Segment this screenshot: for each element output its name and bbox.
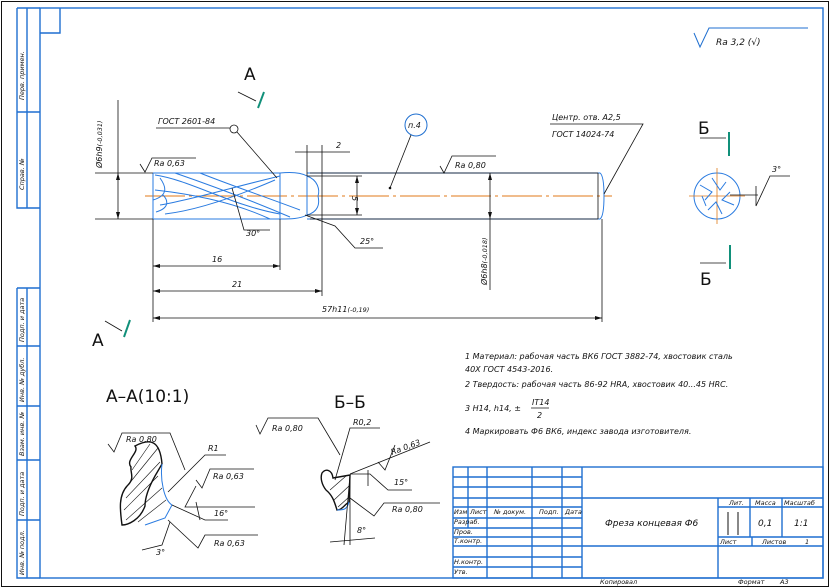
dim-neck-length: 2 xyxy=(336,141,341,150)
flute-standard: ГОСТ 2601-84 xyxy=(158,117,215,126)
note-3-denominator: 2 xyxy=(537,411,542,420)
side-stamp-first-use: Перв. примен. xyxy=(18,51,26,100)
tb-header-doc-no: № докум. xyxy=(493,508,526,516)
end-view: Б Б 3° xyxy=(689,119,790,290)
section-aa-profile xyxy=(119,441,163,526)
angle-helix: 30° xyxy=(246,229,260,238)
tb-role-checker: Пров. xyxy=(454,528,473,536)
section-a-cut-bottom xyxy=(123,319,131,338)
shank-outline xyxy=(307,172,605,220)
side-stamp-sign-date-1: Подп. и дата xyxy=(18,298,26,342)
format-value: А3 xyxy=(779,578,789,586)
bb-angle-1: 15° xyxy=(394,478,408,487)
side-stamp-dup-inv: Инв. № дубл. xyxy=(18,358,26,402)
note-ref: п.4 xyxy=(408,121,421,130)
note-3-numerator: IT14 xyxy=(532,398,549,407)
section-a-label-top: А xyxy=(244,65,256,85)
dim-working-length: 21 xyxy=(232,280,242,289)
general-roughness: Ra 3,2 (√) xyxy=(693,27,808,49)
end-view-angle: 3° xyxy=(772,165,781,174)
aa-ra-3: Ra 0,63 xyxy=(214,539,245,548)
tb-header-sign: Подп. xyxy=(539,508,559,516)
section-bb: Б–Б Ra 0,80 R0,2 Ra 0,63 15° Ra 0,80 8° xyxy=(255,393,440,546)
helical-flutes xyxy=(152,172,301,220)
dim-dia-cutting: Ø6h9(-0,031) xyxy=(94,120,104,169)
title-block: Изм Лист № докум. Подп. Дата Разраб. Про… xyxy=(452,466,824,579)
drawing-frame xyxy=(39,7,824,579)
tb-mass-label: Масса xyxy=(755,499,776,507)
aa-radius: R1 xyxy=(208,444,219,453)
tb-header-change: Изм xyxy=(454,508,467,516)
bb-ra-3: Ra 0,80 xyxy=(392,505,423,514)
tb-mass: 0,1 xyxy=(758,519,772,529)
tb-role-developer: Разраб. xyxy=(454,518,480,526)
ra-cutting: Ra 0,63 xyxy=(154,159,185,168)
note-4: 4 Маркировать Ф6 ВК6, индекс завода изго… xyxy=(465,427,691,436)
dim-neck-dia: 5 xyxy=(350,196,359,201)
ra-shank: Ra 0,80 xyxy=(455,161,486,170)
cutting-part-outline xyxy=(152,172,281,220)
tb-role-norm-control: Н.контр. xyxy=(454,558,483,566)
tb-header-sheet: Лист xyxy=(469,508,487,516)
aa-ra-2: Ra 0,63 xyxy=(213,472,244,481)
top-corner-box xyxy=(40,8,61,34)
shank-edges xyxy=(310,172,599,220)
section-a-label-bottom: А xyxy=(92,331,104,351)
tb-part-name: Фреза концевая Ф6 xyxy=(605,519,698,529)
bb-ra-1: Ra 0,80 xyxy=(272,424,303,433)
tb-lit-label: Лит. xyxy=(728,499,744,507)
bb-ra-2: Ra 0,63 xyxy=(390,438,422,457)
tb-role-approved: Утв. xyxy=(454,568,468,576)
section-aa: А–А(10:1) Ra 0,80 R1 Ra 0,63 16° Ra 0,63… xyxy=(106,387,258,557)
side-stamp-sign-date-2: Подп. и дата xyxy=(18,472,26,516)
tb-header-date: Дата xyxy=(564,508,582,516)
roughness-sign-icon xyxy=(693,27,808,49)
side-stamp-ref-no: Справ. № xyxy=(18,158,26,190)
note-2: 2 Твердость: рабочая часть 86-92 HRA, хв… xyxy=(465,380,728,389)
aa-ra-1: Ra 0,80 xyxy=(126,435,157,444)
main-view: Ø6h9(-0,031) Ra 0,63 ГОСТ 2601-84 30° 25… xyxy=(92,65,644,351)
side-stamp-replace-inv: Взам. инв. № xyxy=(18,412,26,456)
aa-angle-1: 16° xyxy=(214,509,228,518)
format-label: Формат xyxy=(738,578,765,586)
section-b-label-bottom: Б xyxy=(700,270,712,290)
dim-cutting-length: 16 xyxy=(212,255,222,264)
technical-notes: 1 Материал: рабочая часть ВК6 ГОСТ 3882-… xyxy=(465,352,733,436)
center-hole-spec: Центр. отв. А2,5 xyxy=(552,113,621,122)
section-b-label-top: Б xyxy=(698,119,710,139)
note-3: 3 H14, h14, ± xyxy=(465,404,521,413)
dim-total-length: 57h11(-0,19) xyxy=(322,305,369,314)
tb-scale-label: Масштаб xyxy=(784,499,815,507)
tb-sheets-label: Листов xyxy=(761,538,786,546)
flute-leader-circle xyxy=(229,124,239,134)
angle-neck: 25° xyxy=(360,237,374,246)
aa-angle-2: 3° xyxy=(156,548,165,557)
section-a-cut-top xyxy=(257,91,265,109)
neck-transition xyxy=(306,175,320,216)
note-1-line-2: 40Х ГОСТ 4543-2016. xyxy=(465,365,553,374)
side-stamp: Перв. примен. Справ. № Подп. и дата Инв.… xyxy=(16,7,40,579)
bb-radius: R0,2 xyxy=(353,418,371,427)
tb-sheets: 1 xyxy=(805,538,809,546)
tb-sheet-label: Лист xyxy=(719,538,737,546)
neck-outline xyxy=(279,171,308,220)
note-1-line-1: 1 Материал: рабочая часть ВК6 ГОСТ 3882-… xyxy=(465,352,733,361)
side-stamp-orig-inv: Инв. № подл. xyxy=(18,530,26,575)
general-roughness-text: Ra 3,2 (√) xyxy=(716,37,761,48)
note-ref-circle xyxy=(404,113,428,137)
tb-scale: 1:1 xyxy=(794,519,808,529)
tb-role-tech-control: Т.контр. xyxy=(454,537,482,545)
section-aa-title: А–А(10:1) xyxy=(106,387,189,407)
center-hole-standard: ГОСТ 14024-74 xyxy=(552,130,614,139)
section-bb-title: Б–Б xyxy=(334,393,366,413)
dim-dia-shank: Ø6h8(-0,018) xyxy=(479,237,489,286)
copied-label: Копировал xyxy=(600,578,637,586)
bb-angle-2: 8° xyxy=(357,526,366,535)
